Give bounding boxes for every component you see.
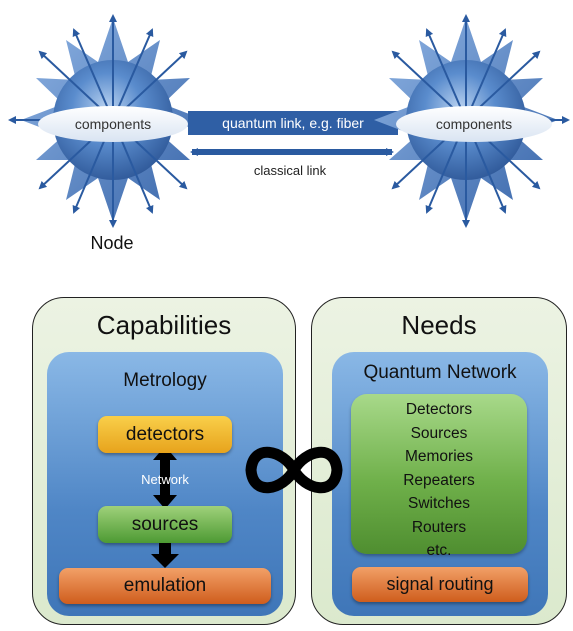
needs-list: Detectors Sources Memories Repeaters Swi…: [351, 394, 527, 563]
quantum-link-label: quantum link, e.g. fiber: [222, 115, 364, 131]
list-item: Detectors: [405, 401, 473, 418]
network-node-diagram: components quantum link, e.g. fiber clas…: [8, 14, 570, 253]
capabilities-title: Capabilities: [96, 310, 232, 340]
list-item: Switches: [407, 495, 471, 512]
needs-list-box: Detectors Sources Memories Repeaters Swi…: [351, 394, 527, 559]
quantum-network-title: Quantum Network: [363, 362, 517, 383]
metrology-box: Metrology detectors Network sources emul…: [47, 352, 283, 616]
list-item: etc.: [426, 542, 452, 559]
node-left-components-ellipse: [38, 106, 188, 142]
sources-box: sources: [98, 506, 232, 543]
network-label: Network: [141, 472, 189, 487]
node-right-components-ellipse: [396, 106, 552, 142]
infinity-symbol: [245, 446, 343, 494]
down-arrow-icon: [151, 543, 179, 568]
list-item: Sources: [410, 424, 468, 442]
capabilities-panel: Capabilities Metrology detectors Network…: [32, 297, 296, 625]
node-left: components: [8, 14, 205, 228]
classical-link: classical link: [190, 148, 394, 178]
quantum-link: quantum link, e.g. fiber: [188, 111, 398, 135]
needs-title: Needs: [401, 310, 477, 340]
list-item: Memories: [404, 448, 474, 465]
needs-panel: Needs Quantum Network Detectors Sources …: [311, 297, 567, 625]
list-item: Routers: [411, 518, 467, 536]
node-caption: Node: [90, 233, 133, 253]
quantum-network-box: Quantum Network Detectors Sources Memori…: [332, 352, 548, 616]
metrology-title: Metrology: [123, 370, 207, 391]
double-arrow-icon: [153, 446, 177, 509]
quantum-link-bar: [188, 111, 398, 135]
emulation-box: emulation: [59, 568, 271, 604]
node-right: components: [374, 14, 570, 228]
list-item: Repeaters: [403, 471, 475, 489]
node-left-components-label: components: [75, 116, 151, 132]
detectors-box: detectors: [98, 416, 232, 453]
signal-routing-box: signal routing: [352, 567, 528, 602]
node-right-components-label: components: [436, 116, 512, 132]
classical-link-label: classical link: [254, 163, 327, 178]
capability-arrows: [151, 446, 179, 568]
